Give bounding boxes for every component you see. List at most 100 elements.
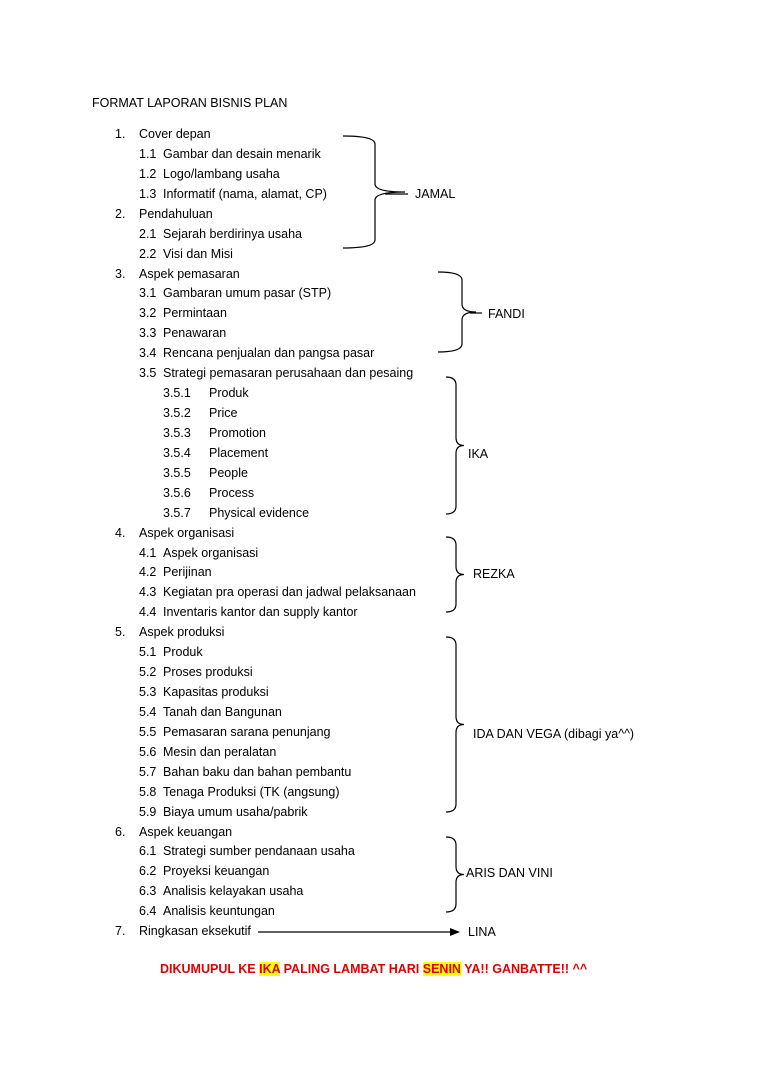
item-label: Bahan baku dan bahan pembantu	[163, 764, 352, 779]
section-number: 3.	[115, 266, 126, 281]
brace-ika	[445, 376, 465, 515]
section-number: 2.	[115, 206, 126, 221]
footer-highlight-ika: IKA	[259, 962, 281, 976]
item-label: Gambaran umum pasar (STP)	[163, 286, 332, 301]
footer-text-2: PALING LAMBAT HARI	[280, 962, 423, 976]
section-number: 1.	[115, 127, 126, 141]
item-number: 5.5	[139, 724, 157, 739]
item-label: Perijinan	[163, 565, 212, 580]
item-label: Kapasitas produksi	[163, 685, 269, 700]
subitem-label: Process	[209, 485, 255, 500]
subitem-number: 3.5.6	[163, 485, 191, 500]
item-label: Penawaran	[163, 326, 227, 341]
item-label: Pemasaran sarana penunjang	[163, 724, 331, 739]
item-number: 1.1	[139, 146, 157, 161]
item-number: 4.4	[139, 605, 157, 620]
item-number: 5.3	[139, 685, 157, 700]
item-label: Sejarah berdirinya usaha	[163, 226, 302, 241]
subitem-label: Produk	[209, 386, 249, 401]
assignee-label: REZKA	[473, 567, 515, 581]
brace-aris-vini	[445, 836, 465, 913]
brace-fandi	[437, 271, 477, 353]
subitem-label: People	[209, 465, 248, 480]
item-number: 4.1	[139, 545, 157, 560]
section-title: Cover depan	[139, 127, 211, 141]
item-number: 5.2	[139, 665, 157, 680]
section-number: 5.	[115, 625, 126, 640]
item-number: 5.7	[139, 764, 157, 779]
item-label: Permintaan	[163, 306, 227, 321]
item-number: 4.2	[139, 565, 157, 580]
footer-note: DIKUMUPUL KE IKA PALING LAMBAT HARI SENI…	[160, 961, 587, 977]
item-label: Tanah dan Bangunan	[163, 704, 282, 719]
arrow-lina-head	[450, 928, 460, 936]
item-number: 6.1	[139, 844, 157, 859]
item-number: 3.4	[139, 346, 157, 361]
footer-text-3: YA!! GANBATTE!! ^^	[460, 962, 588, 976]
item-number: 6.3	[139, 884, 157, 899]
item-label: Visi dan Misi	[163, 246, 233, 261]
footer-text-1: DIKUMUPUL KE	[160, 962, 260, 976]
item-number: 1.2	[139, 166, 157, 181]
assignee-label: FANDI	[488, 307, 525, 321]
subitem-label: Promotion	[209, 425, 266, 440]
item-label: Proses produksi	[163, 665, 253, 680]
subitem-number: 3.5.2	[163, 406, 191, 421]
section-number: 7.	[115, 924, 126, 939]
section-title: Pendahuluan	[139, 206, 213, 221]
section-title: Aspek organisasi	[139, 525, 235, 540]
assignee-label: IKA	[468, 447, 489, 461]
item-number: 3.1	[139, 286, 157, 301]
item-label: Produk	[163, 645, 203, 660]
section-title: Aspek keuangan	[139, 824, 233, 839]
section-title: Aspek produksi	[139, 625, 225, 640]
section-title: Ringkasan eksekutif	[139, 924, 251, 939]
brace-rezka	[445, 536, 465, 613]
subitem-number: 3.5.5	[163, 465, 191, 480]
item-number: 3.2	[139, 306, 157, 321]
item-label: Rencana penjualan dan pangsa pasar	[163, 346, 375, 361]
subitem-number: 3.5.1	[163, 386, 191, 401]
item-label: Proyeksi keuangan	[163, 864, 270, 879]
brace-ida-vega	[445, 636, 465, 813]
assignee-label: IDA DAN VEGA (dibagi ya^^)	[473, 727, 635, 741]
page-title: FORMAT LAPORAN BISNIS PLAN	[92, 96, 288, 110]
item-label: Mesin dan peralatan	[163, 744, 277, 759]
section-number: 6.	[115, 824, 126, 839]
item-label: Analisis kelayakan usaha	[163, 884, 304, 899]
item-label: Inventaris kantor dan supply kantor	[163, 605, 358, 620]
item-number: 3.5	[139, 366, 157, 381]
item-number: 1.3	[139, 186, 157, 201]
subitem-label: Placement	[209, 445, 269, 460]
item-label: Analisis keuntungan	[163, 904, 275, 919]
item-number: 5.8	[139, 784, 157, 799]
subitem-label: Price	[209, 406, 238, 421]
item-label: Tenaga Produksi (TK (angsung)	[163, 784, 340, 799]
item-number: 5.1	[139, 645, 157, 660]
brace-jamal	[342, 135, 406, 249]
item-label: Kegiatan pra operasi dan jadwal pelaksan…	[163, 585, 416, 600]
item-number: 6.2	[139, 864, 157, 879]
item-label: Aspek organisasi	[163, 545, 259, 560]
subitem-number: 3.5.3	[163, 425, 191, 440]
item-number: 5.6	[139, 744, 157, 759]
item-number: 2.2	[139, 246, 157, 261]
item-number: 3.3	[139, 326, 157, 341]
item-number: 2.1	[139, 226, 157, 241]
assignee-label: JAMAL	[415, 187, 456, 201]
assignee-label: LINA	[468, 925, 496, 939]
assignee-label: ARIS DAN VINI	[466, 866, 553, 880]
item-label: Strategi pemasaran perusahaan dan pesain…	[163, 366, 414, 381]
section-number: 4.	[115, 525, 126, 540]
footer-highlight-senin: SENIN	[422, 962, 461, 976]
subitem-number: 3.5.7	[163, 505, 191, 520]
item-label: Strategi sumber pendanaan usaha	[163, 844, 355, 859]
item-number: 5.9	[139, 804, 157, 819]
subitem-number: 3.5.4	[163, 445, 191, 460]
item-number: 5.4	[139, 704, 157, 719]
item-number: 6.4	[139, 904, 157, 919]
item-label: Informatif (nama, alamat, CP)	[163, 186, 327, 201]
item-label: Gambar dan desain menarik	[163, 146, 321, 161]
item-label: Biaya umum usaha/pabrik	[163, 804, 308, 819]
